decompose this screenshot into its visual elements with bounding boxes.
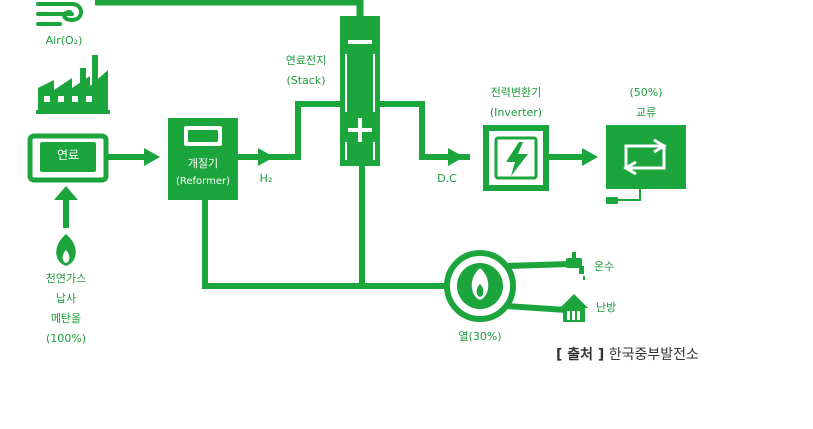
h2-flow-line	[238, 101, 340, 166]
stack-label-2: (Stack)	[286, 74, 326, 87]
heat-label: 열(30%)	[458, 330, 502, 343]
plug-icon	[606, 197, 618, 204]
ac-flow-line	[546, 148, 598, 166]
natural-gas-line2: 납사	[55, 292, 77, 305]
heat-output-lines	[505, 261, 571, 313]
heat-exchanger	[444, 250, 516, 322]
fuel-label: 연료	[56, 148, 80, 162]
ac-label-1: (50%)	[629, 86, 663, 99]
natural-gas-line3: 메탄올	[50, 312, 82, 325]
h2-label: H₂	[259, 172, 273, 185]
natural-gas-line4: (100%)	[45, 332, 87, 345]
reformer-box	[168, 118, 238, 200]
ac-label-2: 교류	[635, 106, 657, 119]
heating-label: 난방	[596, 301, 617, 314]
inverter-label-2: (Inverter)	[489, 106, 543, 119]
lightning-icon	[506, 142, 528, 176]
natural-gas-line1: 천연가스	[45, 272, 87, 285]
fuel-cell-stack	[340, 16, 380, 166]
air-label: Air(O₂)	[45, 34, 83, 47]
reformer-label-1: 개질기	[187, 157, 219, 170]
source-name: 한국중부발전소	[608, 347, 699, 363]
dc-flow-line	[380, 101, 470, 166]
ac-output-box	[606, 125, 686, 204]
air-flow-line	[95, 0, 364, 16]
dc-label: D.C	[437, 172, 457, 185]
gas-to-fuel-arrow	[54, 186, 78, 228]
hot-water-label: 온수	[594, 260, 615, 273]
fuel-to-reformer-flow	[106, 148, 160, 166]
source-bracket: [ 출처 ]	[556, 347, 605, 363]
factory-icon	[36, 55, 110, 114]
inverter-label-1: 전력변환기	[490, 86, 542, 99]
house-icon	[560, 294, 588, 322]
source-credit: [ 출처 ] 한국중부발전소	[556, 344, 699, 364]
stack-label-1: 연료전지	[285, 54, 327, 67]
flame-icon	[56, 234, 76, 266]
heat-flow-lines	[202, 166, 450, 289]
faucet-icon	[566, 252, 585, 280]
reformer-label-2: (Reformer)	[175, 176, 231, 187]
air-icon	[36, 2, 83, 26]
inverter-box	[483, 125, 549, 191]
